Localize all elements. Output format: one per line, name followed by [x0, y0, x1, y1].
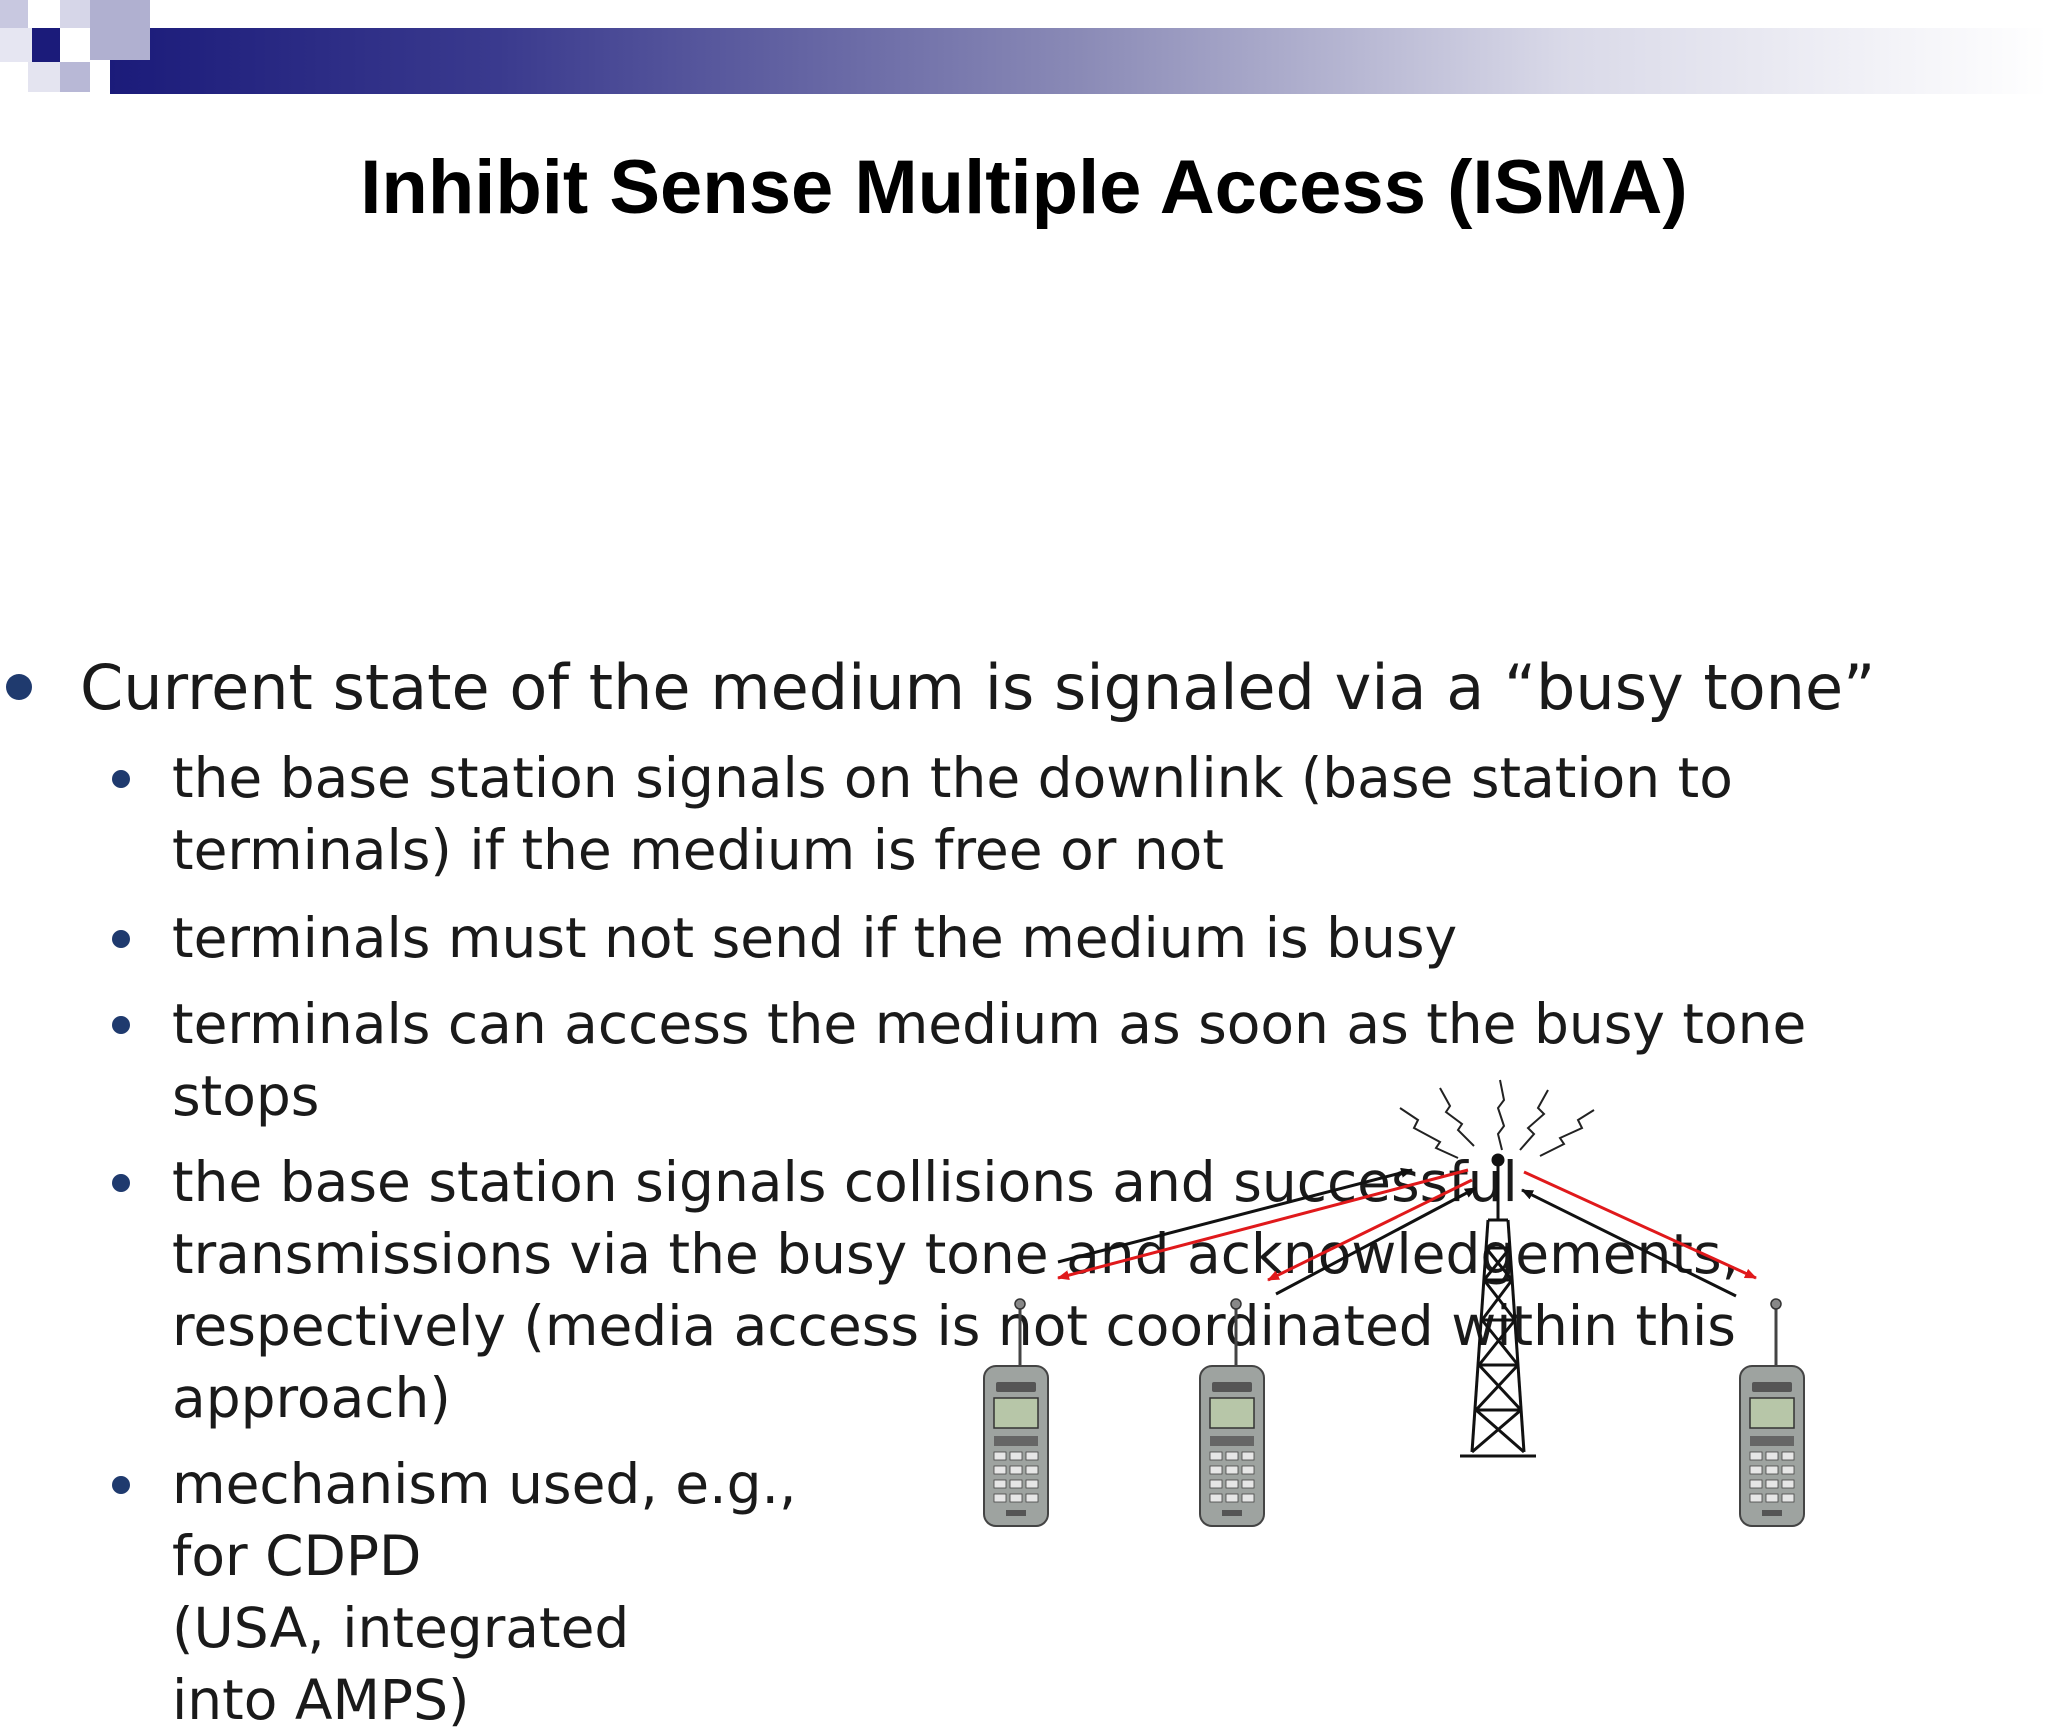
bullet-dot: [112, 770, 130, 788]
signal-arrows: [1057, 1167, 1757, 1298]
sub-bullet-3: terminals can access the medium as soon …: [172, 992, 1807, 1128]
downlink-arrow: [1523, 1170, 1757, 1280]
bullet-dot: [112, 1476, 130, 1494]
uplink-arrow: [1057, 1167, 1413, 1264]
header-square: [28, 62, 60, 92]
header-square: [0, 0, 28, 28]
main-bullet: Current state of the medium is signaled …: [80, 651, 1876, 724]
bullet-dot: [6, 674, 32, 700]
bullet-dot: [112, 1174, 130, 1192]
uplink-arrow: [1521, 1188, 1737, 1298]
isma-diagram: [982, 1079, 1806, 1528]
header-gradient-bar: [110, 28, 2048, 94]
mobile-phone-icon: [1198, 1297, 1266, 1528]
downlink-arrow: [1267, 1178, 1473, 1282]
radio-signal-icon: [1399, 1079, 1595, 1159]
sub-bullet-4: the base station signals collisions and …: [172, 1150, 1740, 1430]
downlink-arrow: [1057, 1168, 1469, 1281]
header-square: [90, 0, 150, 60]
bullet-dot: [112, 1016, 130, 1034]
sub-bullet-2: terminals must not send if the medium is…: [172, 906, 1458, 970]
base-station-tower-icon: [1460, 1153, 1536, 1458]
slide-title: Inhibit Sense Multiple Access (ISMA): [360, 145, 1688, 230]
header-square: [60, 0, 90, 28]
header-square: [32, 28, 60, 62]
header-square: [0, 28, 32, 62]
uplink-arrow: [1275, 1186, 1477, 1296]
header-square: [60, 62, 90, 92]
sub-bullet-1: the base station signals on the downlink…: [172, 746, 1733, 882]
mobile-phone-icon: [1738, 1297, 1806, 1528]
mobile-phone-icon: [982, 1297, 1050, 1528]
bullet-dot: [112, 930, 130, 948]
